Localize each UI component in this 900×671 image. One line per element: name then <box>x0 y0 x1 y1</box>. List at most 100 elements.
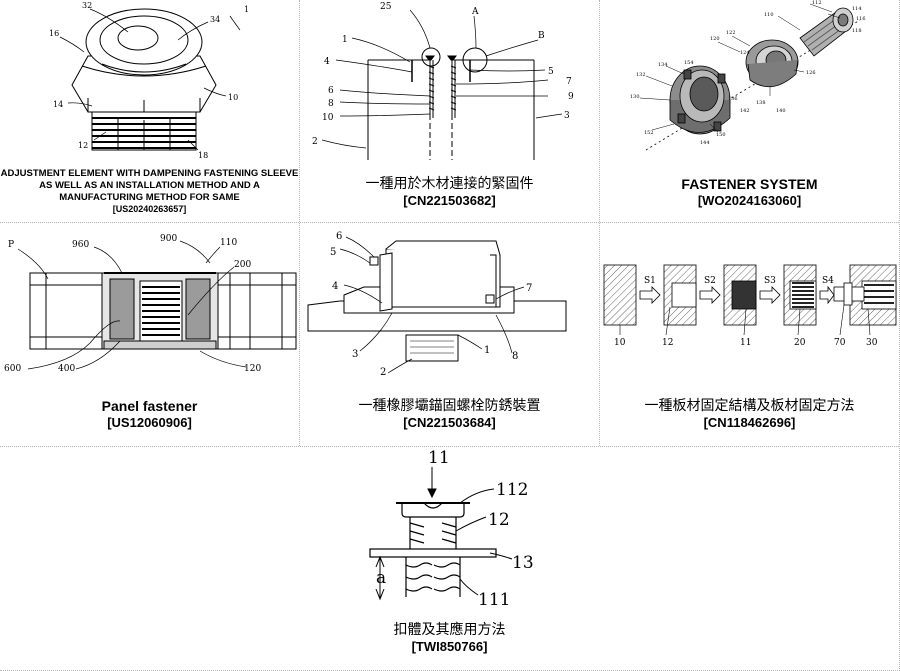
patent-drawing: 10 S1 12 S2 11 S3 20 S4 70 30 <box>603 264 897 348</box>
ref-label: 10 <box>228 93 238 102</box>
ref-label: 5 <box>548 67 554 77</box>
ref-label: 110 <box>764 12 774 18</box>
column-divider <box>599 0 600 446</box>
patent-caption: Panel fastener [US12060906] <box>0 398 299 431</box>
ref-label: 120 <box>244 364 261 374</box>
patent-card[interactable]: 110 120 130 112 114 116 118 122 124 126 … <box>600 0 899 222</box>
ref-label: 34 <box>210 15 220 24</box>
ref-label: B <box>538 31 545 41</box>
ref-label: 122 <box>726 30 736 36</box>
ref-label: 14 <box>53 100 63 109</box>
patent-title: FASTENER SYSTEM <box>681 176 818 192</box>
ref-label: 18 <box>198 151 208 160</box>
patent-caption: 一種板材固定結構及板材固定方法 [CN118462696] <box>600 398 899 431</box>
patent-title: 一種橡膠壩錨固螺栓防銹裝置 <box>358 398 541 414</box>
ref-label: S3 <box>764 276 776 286</box>
ref-label: P <box>8 240 14 250</box>
ref-label: 3 <box>352 349 358 360</box>
column-divider <box>299 0 300 446</box>
patent-card[interactable]: 6 5 4 7 3 2 1 8 一種橡膠壩錨固螺栓防銹裝置 [CN2215036… <box>300 223 599 446</box>
ref-label: 6 <box>328 86 334 96</box>
patent-number[interactable]: [CN118462696] <box>703 415 796 430</box>
row-divider <box>0 222 899 223</box>
ref-label: 150 <box>716 132 726 138</box>
ref-label: 132 <box>636 72 646 78</box>
ref-label: 124 <box>740 50 750 56</box>
ref-label: 7 <box>566 77 572 87</box>
ref-label: S1 <box>644 276 656 286</box>
ref-label: a <box>376 568 386 588</box>
patent-number[interactable]: [TWI850766] <box>411 639 488 654</box>
ref-label: 1 <box>244 5 249 14</box>
ref-label: 12 <box>662 338 673 348</box>
ref-label: 70 <box>834 338 846 348</box>
ref-label: 30 <box>866 338 878 348</box>
ref-label: 600 <box>4 364 21 374</box>
patent-title: Panel fastener <box>101 398 198 414</box>
patent-number[interactable]: [US12060906] <box>107 415 192 430</box>
patent-title: 一種用於木材連接的緊固件 <box>365 176 534 192</box>
ref-label: 32 <box>82 1 92 10</box>
ref-label: 136 <box>728 96 738 102</box>
ref-label: 11 <box>740 338 751 348</box>
ref-label: 126 <box>806 70 816 76</box>
ref-label: 112 <box>812 0 822 6</box>
ref-label: 138 <box>756 100 766 106</box>
ref-label: 960 <box>72 240 89 250</box>
patent-caption: 一種橡膠壩錨固螺栓防銹裝置 [CN221503684] <box>300 398 599 431</box>
ref-label: 134 <box>658 62 668 68</box>
patent-card[interactable]: 10 S1 12 S2 11 S3 20 S4 70 30 一種板材固定結構及板… <box>600 223 899 446</box>
ref-label: 4 <box>332 281 338 292</box>
ref-label: 12 <box>488 510 510 530</box>
ref-label: 6 <box>336 231 342 242</box>
ref-label: 10 <box>614 338 626 348</box>
ref-label: 20 <box>794 338 806 348</box>
ref-label: 142 <box>740 108 750 114</box>
ref-label: 8 <box>512 351 518 362</box>
ref-label: A <box>471 7 479 17</box>
ref-label: S2 <box>704 276 716 286</box>
patent-drawing: P 960 900 110 200 600 400 120 <box>4 234 297 374</box>
ref-label: 1 <box>342 35 348 45</box>
patent-number[interactable]: [US20240263657] <box>112 204 187 214</box>
ref-label: 8 <box>328 99 334 109</box>
patent-card[interactable]: 11 112 12 13 a 111 扣體及其應用方法 [TWI850766] <box>0 447 899 670</box>
ref-label: 116 <box>856 16 866 22</box>
ref-label: 111 <box>478 590 510 607</box>
ref-label: 152 <box>644 130 654 136</box>
ref-label: 5 <box>330 247 336 258</box>
patent-number[interactable]: [CN221503682] <box>403 193 496 208</box>
ref-label: 200 <box>234 260 251 270</box>
ref-label: 2 <box>312 137 318 147</box>
patent-drawing: 6 5 4 7 3 2 1 8 <box>307 231 567 378</box>
ref-label: 120 <box>710 36 720 42</box>
ref-label: 13 <box>512 553 534 573</box>
ref-label: 2 <box>380 367 386 378</box>
ref-label: 9 <box>568 92 574 102</box>
ref-label: 1 <box>484 345 490 356</box>
patent-drawing: 32 34 1 16 10 14 12 18 <box>49 1 249 160</box>
patent-number[interactable]: [CN221503684] <box>403 415 496 430</box>
ref-label: 144 <box>700 140 710 146</box>
patent-card[interactable]: 25 A B 1 4 5 6 7 8 9 10 3 2 一種用於木材連接的緊固件… <box>300 0 599 222</box>
patent-card[interactable]: P 960 900 110 200 600 400 120 Panel fast… <box>0 223 299 446</box>
patent-caption: 一種用於木材連接的緊固件 [CN221503682] <box>300 176 599 209</box>
ref-label: S4 <box>822 276 834 286</box>
ref-label: 7 <box>526 283 532 294</box>
ref-label: 10 <box>322 113 334 123</box>
ref-label: 3 <box>564 111 570 121</box>
ref-label: 110 <box>220 238 237 248</box>
patent-title: 扣體及其應用方法 <box>393 622 506 638</box>
ref-label: 154 <box>684 60 694 66</box>
patent-title: ADJUSTMENT ELEMENT WITH DAMPENING FASTEN… <box>0 168 299 203</box>
ref-label: 118 <box>852 28 862 34</box>
ref-label: 112 <box>496 480 528 500</box>
row-divider <box>0 446 899 447</box>
ref-label: 140 <box>776 108 786 114</box>
patent-caption: 扣體及其應用方法 [TWI850766] <box>0 622 899 655</box>
patent-title: 一種板材固定結構及板材固定方法 <box>644 398 855 414</box>
ref-label: 114 <box>852 6 862 12</box>
patent-card[interactable]: 32 34 1 16 10 14 12 18 ADJUSTMENT ELEMEN… <box>0 0 299 222</box>
patent-caption: FASTENER SYSTEM [WO2024163060] <box>600 176 899 209</box>
patent-number[interactable]: [WO2024163060] <box>697 193 802 208</box>
